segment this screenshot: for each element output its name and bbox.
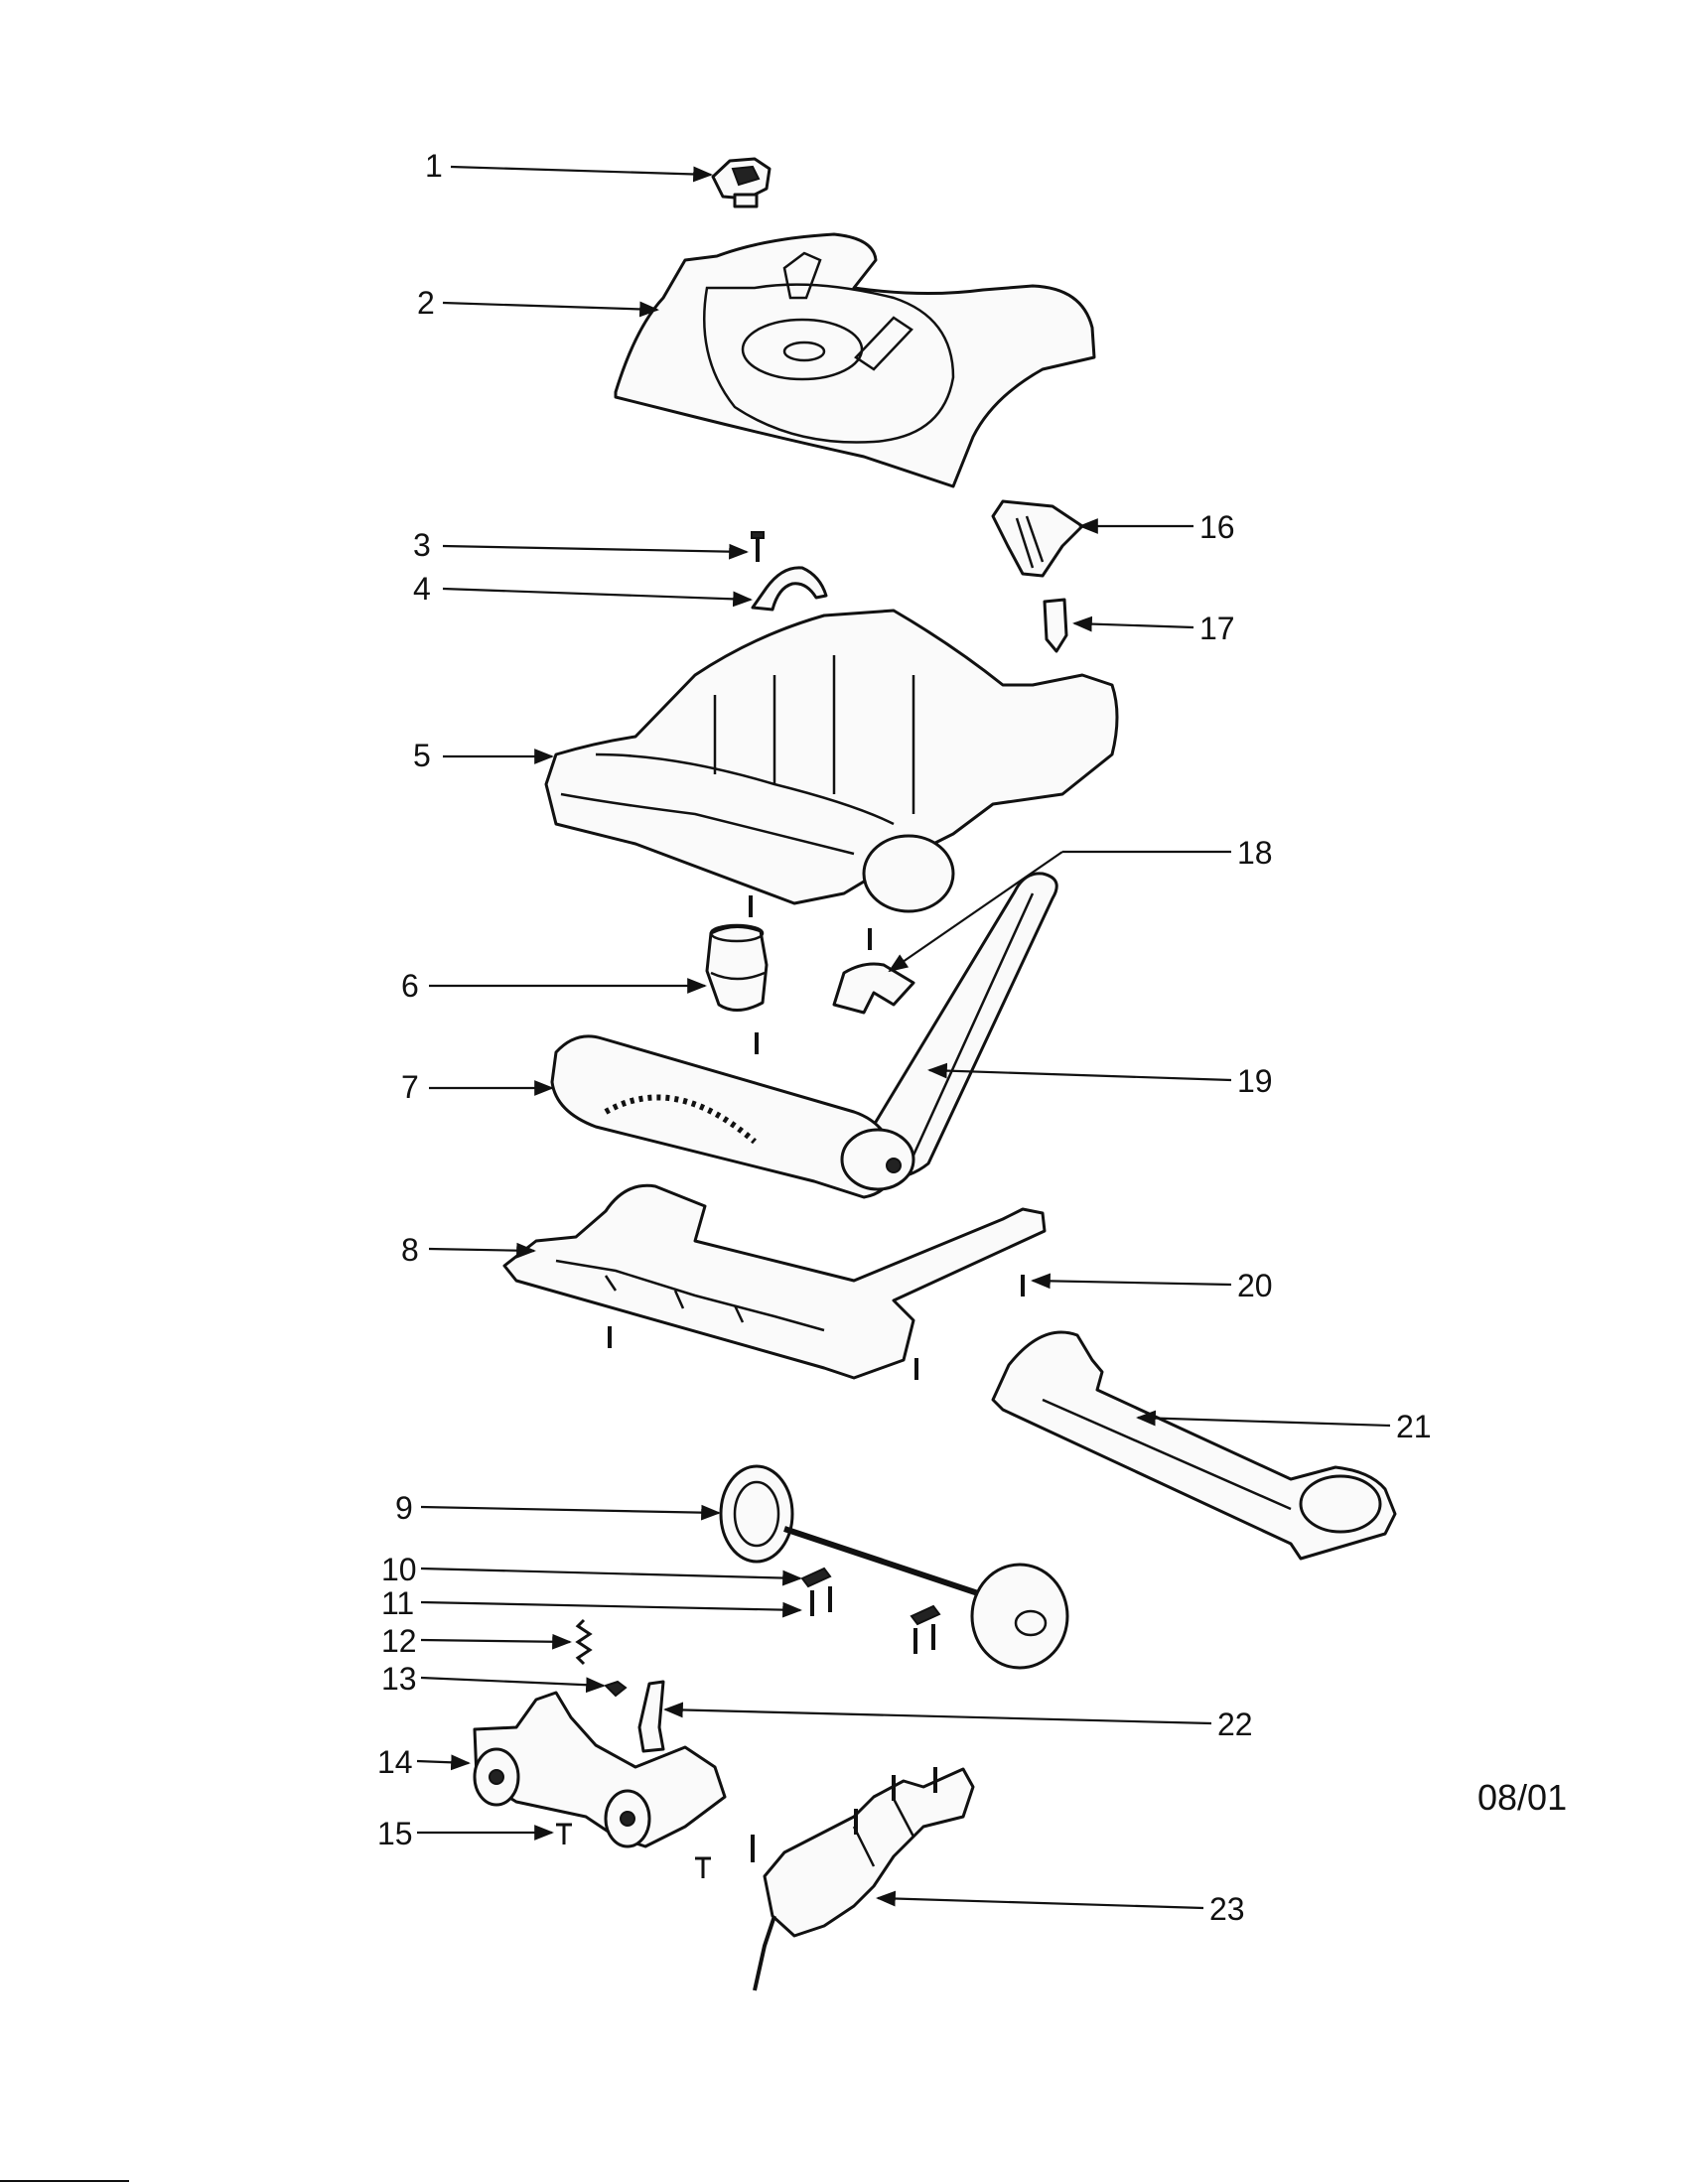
date-code: 08/01	[1477, 1777, 1568, 1818]
leader-lines	[416, 165, 1391, 1910]
part-18-bracket	[832, 962, 915, 1015]
callout-17: 17	[1199, 611, 1235, 646]
callout-1: 1	[425, 148, 443, 184]
part-14-rear-carriage	[473, 1691, 727, 1848]
part-6-bushing	[705, 923, 769, 1054]
part-15-screw	[556, 1823, 755, 1878]
callout-18: 18	[1237, 835, 1273, 871]
part-2-hood	[614, 232, 1096, 488]
part-3-screw	[751, 531, 765, 562]
callout-22: 22	[1217, 1706, 1253, 1742]
callout-14: 14	[377, 1744, 413, 1780]
callout-19: 19	[1237, 1063, 1273, 1099]
part-4-clip	[751, 566, 828, 612]
callout-10: 10	[381, 1552, 417, 1587]
callout-8: 8	[401, 1232, 419, 1268]
part-8-bottom-plate	[502, 1183, 1047, 1380]
part-11-screws	[810, 1586, 935, 1654]
callout-6: 6	[401, 968, 419, 1004]
part-12-spring	[575, 1618, 593, 1666]
callout-15: 15	[377, 1816, 413, 1851]
callout-5: 5	[413, 738, 431, 773]
callout-labels: 1 2 3 4 5 16 17 18 6 19 7 8 20 21 9 10 1…	[377, 148, 1432, 1927]
part-23-cord-assembly	[753, 1767, 975, 1991]
callout-3: 3	[413, 527, 431, 563]
callout-23: 23	[1209, 1891, 1245, 1927]
part-16-latch	[991, 499, 1084, 578]
part-10-clip	[800, 1567, 941, 1626]
callout-13: 13	[381, 1661, 417, 1697]
callout-9: 9	[395, 1490, 413, 1526]
part-22-lever	[637, 1680, 665, 1753]
callout-21: 21	[1396, 1409, 1432, 1444]
callout-7: 7	[401, 1069, 419, 1105]
callout-2: 2	[417, 285, 435, 321]
part-7-brushroll	[550, 1034, 915, 1199]
callout-20: 20	[1237, 1268, 1273, 1303]
edge-rule	[0, 2180, 129, 2182]
part-1-knob	[711, 157, 772, 208]
callout-12: 12	[381, 1623, 417, 1659]
callout-11: 11	[381, 1585, 414, 1621]
part-5-base	[544, 609, 1119, 950]
callout-16: 16	[1199, 509, 1235, 545]
part-9-wheel-axle	[719, 1464, 1069, 1670]
callout-4: 4	[413, 571, 431, 607]
part-21-bumper	[991, 1330, 1397, 1561]
part-17-plate	[1043, 598, 1068, 653]
part-13-pin	[604, 1680, 628, 1698]
